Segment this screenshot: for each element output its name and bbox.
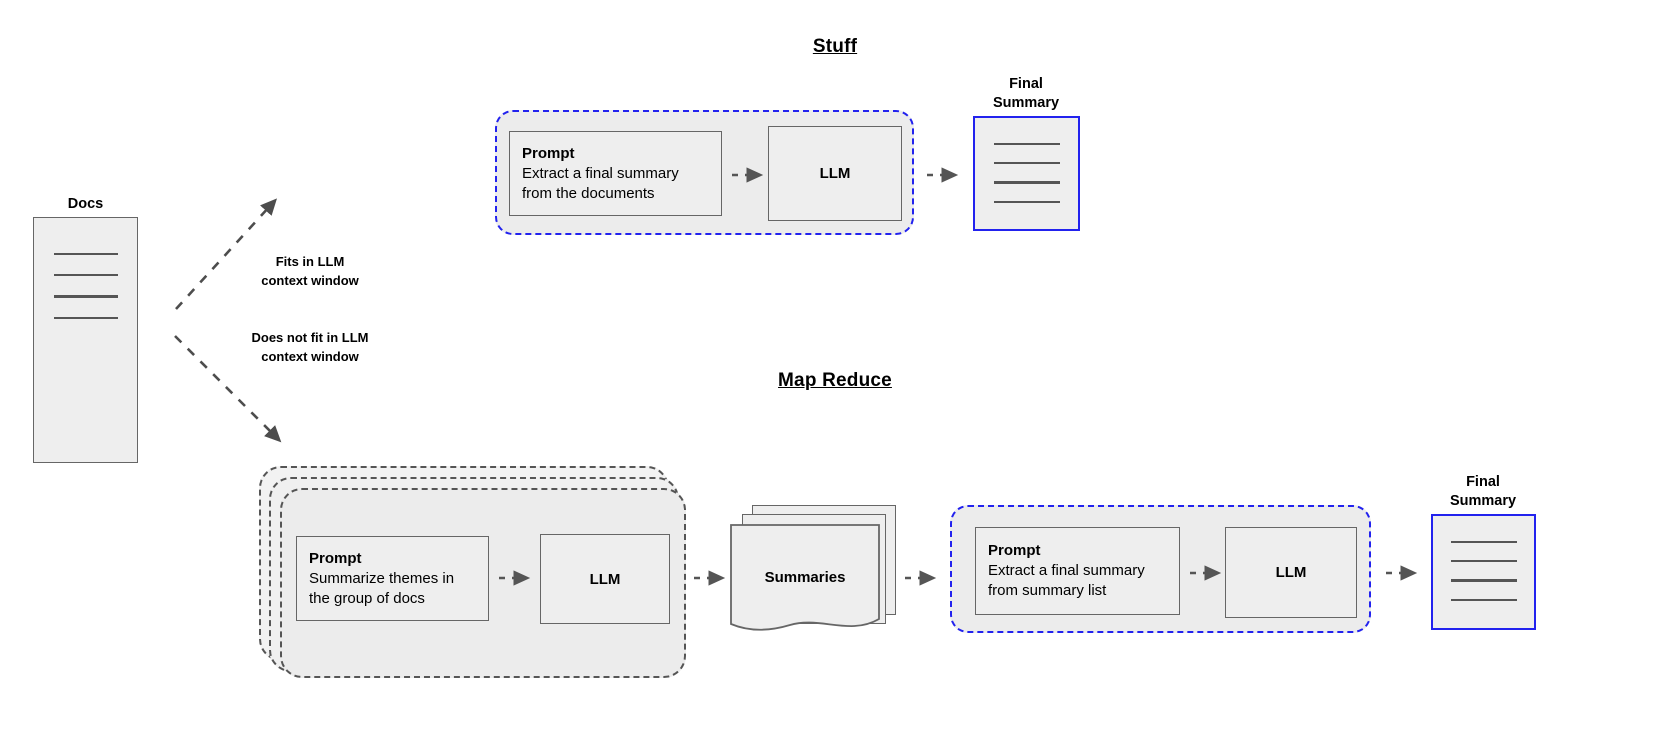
stuff-prompt-title: Prompt [522,144,575,162]
stuff-arrow-llm-to-summary-icon [927,167,959,183]
stuff-final-summary-lines [975,143,1078,203]
map-prompt-title: Prompt [309,549,362,567]
doc-line [993,162,1060,165]
section-title-stuff: Stuff [812,36,858,57]
doc-line [53,295,118,298]
reduce-arrow-prompt-to-llm-icon [1190,565,1222,581]
branch-arrow-down-icon [174,335,282,443]
map-arrow-prompt-to-llm-icon [499,570,531,586]
summaries-label: Summaries [764,569,846,586]
stuff-final-summary-document [973,116,1080,231]
reduce-llm-label: LLM [1275,564,1307,581]
map-llm-box: LLM [540,534,670,624]
reduce-prompt-box: Prompt Extract a final summary from summ… [975,527,1180,615]
doc-line [53,253,118,256]
stuff-final-summary-label: Final Summary [992,76,1060,111]
map-llm-label: LLM [589,570,621,588]
reduce-final-summary-document [1431,514,1536,630]
stuff-llm-label: LLM [819,165,851,182]
section-title-map-reduce: Map Reduce [778,370,892,391]
branch-label-fits: Fits in LLM context window [261,254,359,288]
summaries-to-reduce-arrow-icon [905,570,937,586]
reduce-llm-box: LLM [1225,527,1357,618]
docs-label: Docs [67,196,104,212]
doc-line [1450,598,1517,601]
stuff-arrow-prompt-to-llm-icon [732,167,764,183]
doc-line [53,274,118,277]
stuff-llm-box: LLM [768,126,902,221]
docs-document-lines [34,253,137,319]
stuff-prompt-body: Extract a final summary from the documen… [522,164,679,202]
docs-document [33,217,138,463]
reduce-final-summary-lines [1433,541,1534,601]
doc-line [993,200,1060,203]
reduce-final-summary-label: Final Summary [1449,474,1517,509]
branch-label-does-not-fit: Does not fit in LLM context window [251,330,369,364]
doc-line [1450,541,1517,544]
doc-line [993,181,1060,184]
stuff-prompt-box: Prompt Extract a final summary from the … [509,131,722,216]
doc-line [53,316,118,319]
reduce-arrow-llm-to-summary-icon [1386,565,1418,581]
branch-arrow-up-icon [175,198,278,310]
summaries-sheet-front [730,524,880,631]
doc-line [1450,579,1517,582]
map-arrow-llm-to-summaries-icon [694,570,726,586]
reduce-prompt-body: Extract a final summary from summary lis… [988,562,1145,599]
map-prompt-body: Summarize themes in the group of docs [309,569,455,607]
doc-line [993,143,1060,146]
reduce-prompt-title: Prompt [988,542,1041,559]
map-prompt-box: Prompt Summarize themes in the group of … [296,536,489,621]
doc-line [1450,560,1517,563]
